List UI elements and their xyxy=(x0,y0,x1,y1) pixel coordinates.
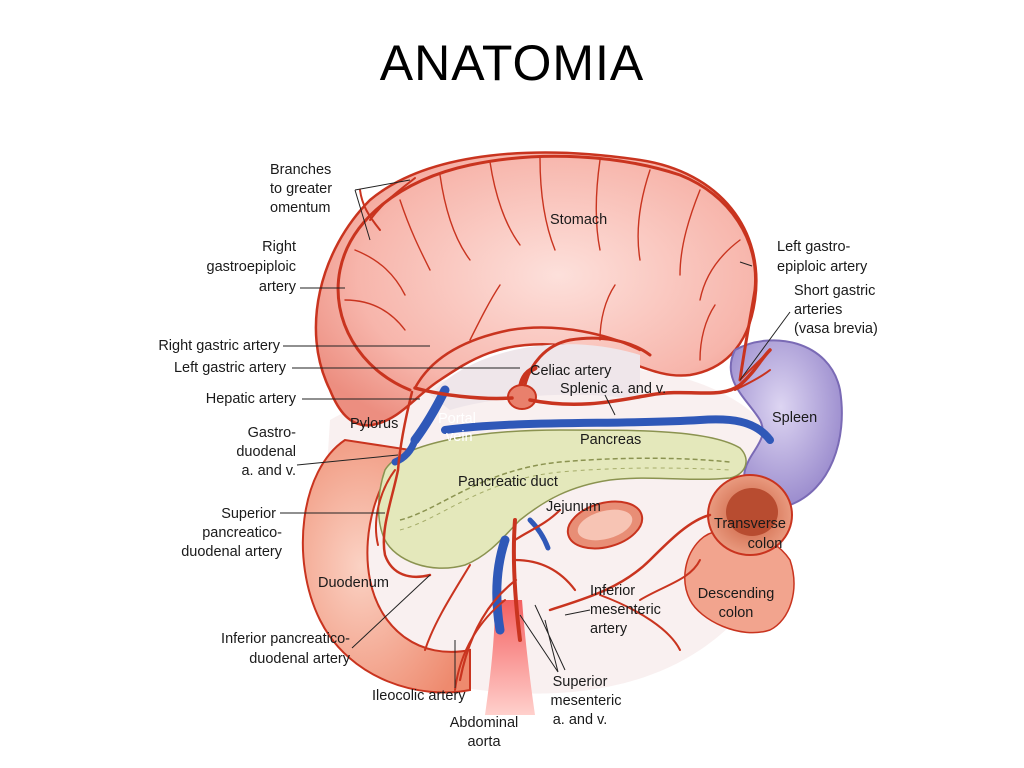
label-branches-2: to greater xyxy=(270,181,332,197)
label-left-gastric: Left gastric artery xyxy=(174,360,287,376)
right-gastroepiploic-artery xyxy=(336,154,758,392)
label-sma-2: mesenteric xyxy=(551,693,622,709)
label-inf-pd-2: duodenal artery xyxy=(249,651,351,667)
label-pancreatic-duct: Pancreatic duct xyxy=(458,474,558,490)
leader-lines xyxy=(280,179,791,688)
label-inf-pd-1: Inferior pancreatico- xyxy=(221,631,350,647)
branches-to-omentum xyxy=(359,177,416,231)
label-left-ge-2: epiploic artery xyxy=(777,259,868,275)
label-sup-pd-2: pancreatico- xyxy=(202,525,282,541)
label-celiac: Celiac artery xyxy=(530,363,612,379)
label-left-ge-1: Left gastro- xyxy=(777,239,851,255)
label-gastroduodenal-3: a. and v. xyxy=(241,463,296,479)
label-ima-1: Inferior xyxy=(590,583,635,599)
inferior-pd-artery xyxy=(424,564,471,651)
label-right-ge-1: Right xyxy=(262,239,296,255)
hepatic-artery xyxy=(413,386,514,401)
pancreas xyxy=(377,429,747,569)
label-desc-colon-2: colon xyxy=(719,605,754,621)
label-aorta-2: aorta xyxy=(467,734,501,750)
label-portal-2: vein xyxy=(446,429,473,445)
ileocolic-artery xyxy=(454,599,506,691)
label-trans-colon-1: Transverse xyxy=(714,516,786,532)
label-short-gastric-3: (vasa brevia) xyxy=(794,321,878,337)
label-aorta-1: Abdominal xyxy=(450,715,519,731)
label-ima-3: artery xyxy=(590,621,628,637)
label-stomach: Stomach xyxy=(550,212,607,228)
duodenum xyxy=(301,438,471,694)
label-gastroduodenal-1: Gastro- xyxy=(248,425,297,441)
label-portal-1: Portal xyxy=(438,411,476,427)
label-sma-1: Superior xyxy=(553,674,608,690)
pancreatic-duct-line xyxy=(399,457,731,521)
label-splenic: Splenic a. and v. xyxy=(560,381,666,397)
label-pylorus: Pylorus xyxy=(350,416,398,432)
label-branches-1: Branches xyxy=(270,162,331,178)
label-short-gastric-2: arteries xyxy=(794,302,842,318)
label-right-ge-2: gastroepiploic xyxy=(207,259,296,275)
gastroduodenal-artery xyxy=(382,390,432,579)
label-sup-pd-1: Superior xyxy=(221,506,276,522)
label-hepatic: Hepatic artery xyxy=(206,391,297,407)
gastroduodenal-vein xyxy=(391,436,419,466)
splenic-vein xyxy=(441,415,774,444)
label-ima-2: mesenteric xyxy=(590,602,661,618)
label-desc-colon-1: Descending xyxy=(698,586,775,602)
label-right-gastric: Right gastric artery xyxy=(158,338,280,354)
label-duodenum: Duodenum xyxy=(318,575,389,591)
lesser-omentum xyxy=(430,344,640,410)
label-sma-3: a. and v. xyxy=(553,712,608,728)
short-gastric-arteries xyxy=(734,349,771,391)
right-gastric-artery xyxy=(413,326,642,390)
label-spleen: Spleen xyxy=(772,410,817,426)
superior-pd-artery xyxy=(375,469,396,546)
label-short-gastric-1: Short gastric xyxy=(794,283,875,299)
splenic-artery xyxy=(528,348,772,407)
label-jejunum: Jejunum xyxy=(546,499,601,515)
label-branches-3: omentum xyxy=(270,200,330,216)
label-pancreas: Pancreas xyxy=(580,432,641,448)
label-sup-pd-3: duodenal artery xyxy=(181,544,283,560)
sm-vein xyxy=(492,535,510,635)
label-right-ge-3: artery xyxy=(259,279,297,295)
left-gastroepiploic-artery xyxy=(738,288,757,382)
label-gastroduodenal-2: duodenal xyxy=(236,444,296,460)
inferior-mesenteric-artery xyxy=(548,513,712,612)
slide-title: ANATOMIA xyxy=(379,35,645,91)
label-trans-colon-2: colon xyxy=(748,536,783,552)
label-ileocolic: Ileocolic artery xyxy=(372,688,466,704)
stomach-vessels xyxy=(344,157,741,361)
